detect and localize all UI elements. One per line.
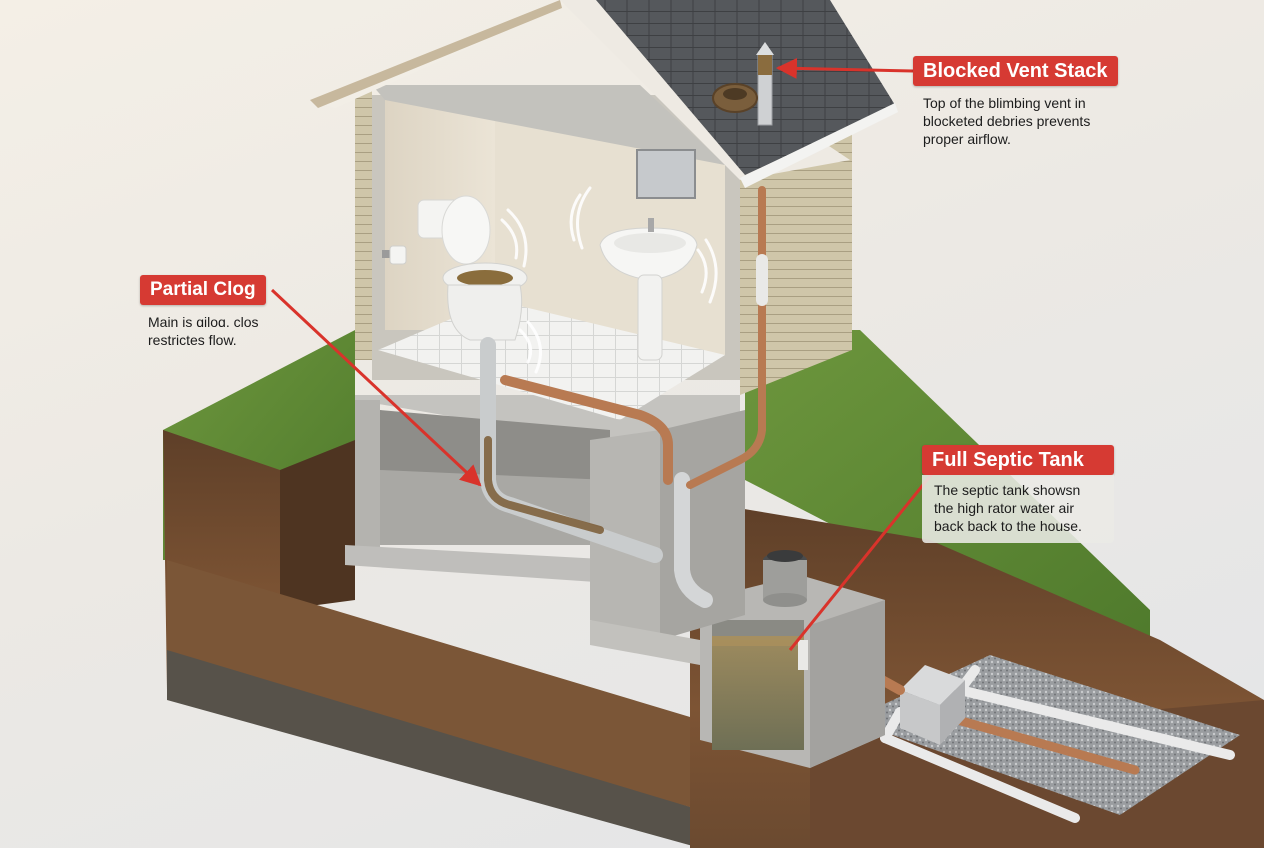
septic-tank [700, 550, 885, 768]
sink [599, 218, 698, 361]
callout-partial-clog: Partial Clog Main is ɑiloɑ. clos restric… [140, 275, 266, 349]
gutter [740, 103, 898, 188]
gurgle-sound-waves [500, 186, 718, 374]
house-siding [740, 110, 852, 395]
dirty-water [457, 270, 513, 286]
callout-title: Blocked Vent Stack [913, 56, 1118, 86]
leader-vent [775, 57, 914, 79]
callout-title: Partial Clog [140, 275, 266, 305]
callout-title: Full Septic Tank [922, 445, 1114, 475]
callout-description: The septic tank showsn the high rator wa… [922, 475, 1114, 543]
vent-pipe [686, 186, 766, 489]
callout-description: Top of the blimbing vent in blocketed de… [923, 95, 1091, 147]
faucet [648, 218, 654, 232]
leader-septic [788, 469, 937, 651]
callout-description: Main is ɑiloɑ. clos restrictes flow. [148, 314, 259, 348]
vent-stack [756, 42, 774, 126]
callout-full-septic-tank: Full Septic Tank The septic tank showsn … [922, 445, 1114, 543]
toilet-paper [382, 245, 407, 265]
vent-debris [758, 55, 772, 75]
septic-water [712, 640, 804, 750]
toilet [417, 195, 528, 341]
drain-pipe-center [935, 710, 1140, 775]
leader-clog [270, 288, 482, 487]
drain-pipes [480, 186, 768, 608]
drain-pipe-lower [880, 733, 1080, 823]
callout-leaders [270, 57, 937, 651]
callout-blocked-vent-stack: Blocked Vent Stack Top of the blimbing v… [913, 56, 1118, 148]
drain-pipe-upper [955, 685, 1235, 760]
clog-buildup [484, 436, 604, 534]
mirror [636, 149, 696, 199]
